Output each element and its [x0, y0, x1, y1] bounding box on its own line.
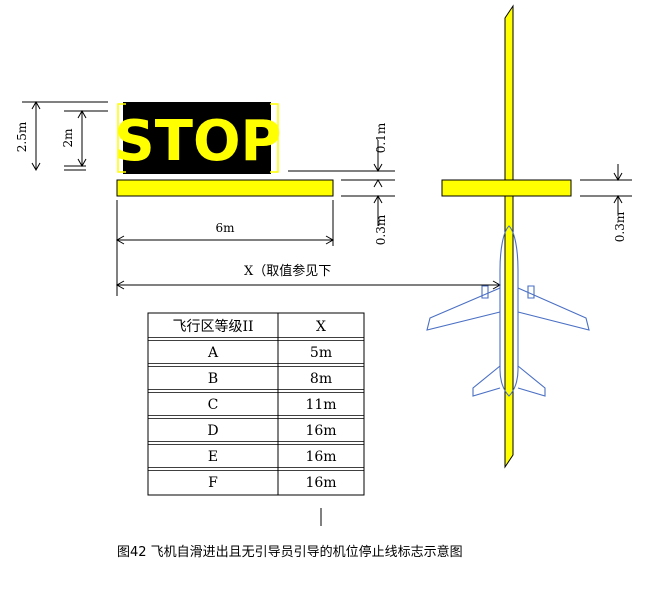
table-cell-x: 8m [310, 371, 332, 387]
right-bar-thickness-dimension [580, 164, 632, 214]
table-cell-x: 16m [305, 423, 336, 439]
table-header-x: X [316, 319, 326, 335]
stop-sign-bracket-right [270, 103, 279, 173]
table-cell-class: E [208, 449, 218, 465]
sign-height-dimensions [22, 100, 108, 172]
x-distance-label: X（取值参见下 [244, 263, 331, 279]
taxi-centerline [504, 4, 514, 469]
gap-label: 0.1m [374, 122, 388, 153]
right-bar-thickness-label: 0.3m [613, 211, 627, 242]
stop-sign: STOP [114, 102, 282, 174]
table-cell-x: 16m [305, 449, 336, 465]
figure-caption: 图42 飞机自滑进出且无引导员引导的机位停止线标志示意图 [117, 545, 463, 560]
aircraft-tail [472, 365, 546, 397]
aircraft-wings [426, 287, 590, 331]
stop-sign-bracket-left [117, 103, 126, 173]
bar-length-label: 6m [215, 221, 235, 235]
bar-length-dimension [115, 200, 335, 246]
table-cell-x: 5m [310, 345, 332, 361]
cross-center-patch [505, 180, 513, 196]
table-frame [147, 312, 365, 496]
stop-sign-background [123, 102, 271, 174]
centerline-and-stop-bar [441, 4, 572, 469]
aircraft-engine-right [527, 285, 535, 299]
table-cell-class: F [208, 475, 218, 491]
left-stop-bar [116, 179, 334, 197]
aircraft-engine-left [481, 285, 489, 299]
table-cell-class: A [207, 345, 219, 361]
left-bar-thickness-label: 0.3m [374, 214, 388, 245]
table-header-class: 飞行区等级II [172, 318, 253, 335]
sign-height-label: 2m [61, 128, 75, 148]
aircraft-fuselage [499, 225, 519, 397]
table-cell-class: D [207, 423, 218, 439]
table-cell-class: C [208, 397, 219, 413]
aircraft-outline [426, 225, 590, 397]
table-cell-class: B [208, 371, 218, 387]
stop-sign-text: STOP [114, 109, 281, 174]
sign-total-height-label: 2.5m [15, 121, 29, 152]
left-bar-thickness-dimension [288, 140, 395, 226]
table-cell-x: 11m [305, 397, 336, 413]
table-cell-x: 16m [305, 475, 336, 491]
